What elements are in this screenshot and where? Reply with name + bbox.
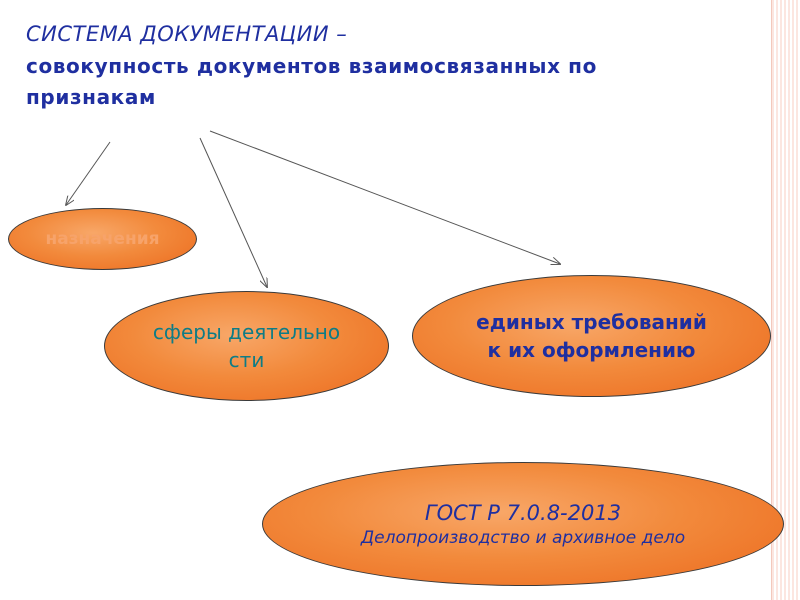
decorative-divider [771,0,772,600]
arrow-to-purpose [66,141,111,205]
node-sphere-label: сферы деятельности [152,320,341,372]
gost-code-label: ГОСТ Р 7.0.8-2013 [424,500,622,525]
decorative-border [772,0,800,600]
node-unified-label: единых требований к их оформлению [476,310,707,362]
title-term: СИСТЕМА ДОКУМЕНТАЦИИ – [26,22,348,46]
title-definition-line-1: совокупность документов взаимосвязанных … [26,53,597,78]
node-gost-standard: ГОСТ Р 7.0.8-2013 Делопроизводство и арх… [262,462,784,586]
gost-name-label: Делопроизводство и архивное дело [360,527,686,548]
node-unified-requirements: единых требований к их оформлению [412,275,771,397]
node-purpose-label: назначения [45,228,160,249]
node-purpose: назначения [8,208,197,270]
arrow-to-unified [209,130,560,264]
slide-title: СИСТЕМА ДОКУМЕНТАЦИИ – совокупность доку… [26,18,597,113]
node-sphere-of-activity: сферы деятельности [104,291,389,401]
title-definition-line-2: признакам [26,84,156,109]
arrow-to-sphere [199,137,267,287]
